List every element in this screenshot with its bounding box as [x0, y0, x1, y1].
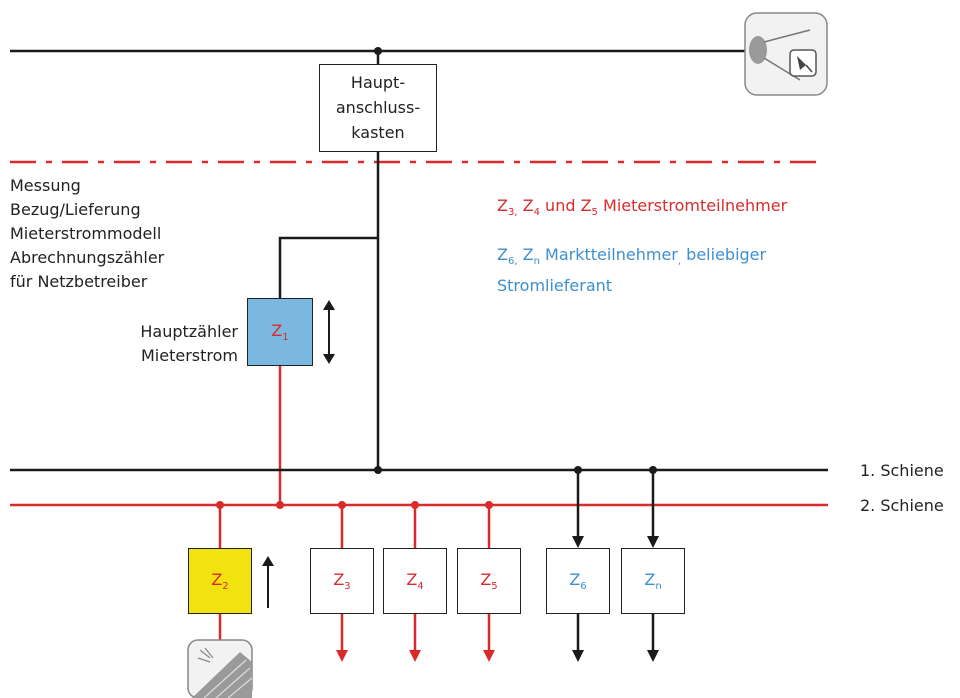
- legend-market-participant: Z6, Zn Marktteilnehmer, beliebiger Strom…: [497, 245, 767, 296]
- desc-line: Messung: [10, 176, 81, 195]
- junction-dot: [276, 501, 284, 509]
- left-description: Messung Bezug/Lieferung Mieterstrommodel…: [10, 174, 164, 294]
- solar-panel-icon: [187, 639, 253, 698]
- z3-out-arrow: [336, 650, 348, 662]
- meter-z1: Z1: [247, 298, 313, 366]
- z6-out-arrow: [572, 650, 584, 662]
- meter-z4: Z4: [383, 548, 447, 614]
- desc-line: Abrechnungszähler: [10, 248, 165, 267]
- rail-1-label: 1. Schiene: [860, 461, 944, 480]
- junction-dot: [374, 466, 382, 474]
- zn-out-arrow: [647, 650, 659, 662]
- main-meter-label: Hauptzähler Mieterstrom: [140, 322, 238, 365]
- desc-line: Bezug/Lieferung: [10, 200, 141, 219]
- hak-label-line1: Haupt-: [350, 73, 406, 92]
- house-connection-box: Haupt- anschluss- kasten: [319, 64, 437, 152]
- z4-out-arrow: [409, 650, 421, 662]
- meter-z3: Z3: [310, 548, 374, 614]
- z5-out-arrow: [483, 650, 495, 662]
- rail-2-label: 2. Schiene: [860, 496, 944, 515]
- meter-z5: Z5: [457, 548, 521, 614]
- desc-line: für Netzbetreiber: [10, 272, 148, 291]
- hak-label-line2: anschluss-: [335, 98, 421, 117]
- grid-connection-icon: [744, 12, 828, 96]
- meter-z6: Z6: [546, 548, 610, 614]
- desc-line: Mieterstrommodell: [10, 224, 162, 243]
- meter-z2: Z2: [188, 548, 252, 614]
- meter-zn: Zn: [621, 548, 685, 614]
- hak-label-line3: kasten: [351, 123, 405, 142]
- legend-tenant-power: Z3, Z4 und Z5 Mieterstromteilnehmer: [497, 196, 788, 219]
- z1-branch-line: [278, 236, 378, 298]
